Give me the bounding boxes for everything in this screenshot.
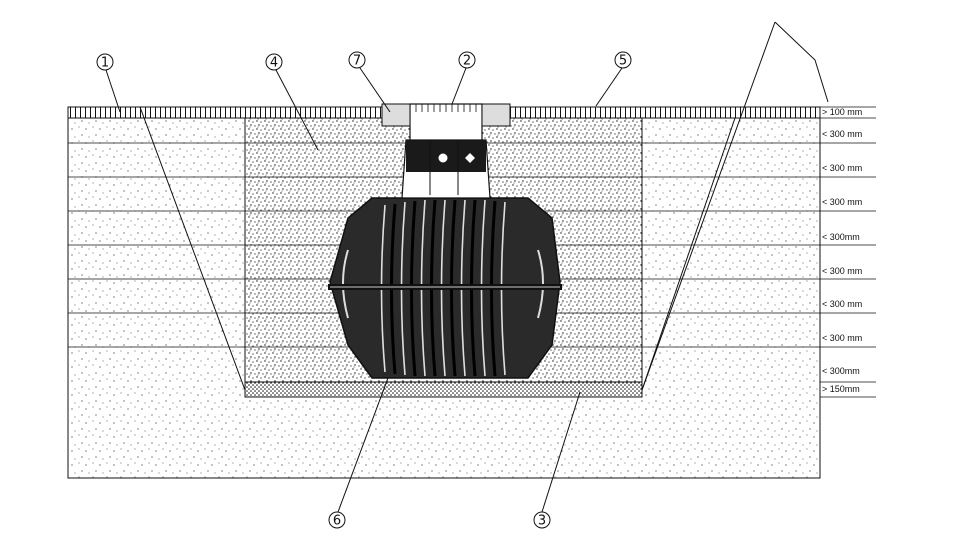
callout-2-label: 2 <box>463 54 471 69</box>
callout-3-label: 3 <box>538 514 546 529</box>
dim-label: < 300 mm <box>822 299 862 309</box>
tank-dome <box>401 139 491 199</box>
callout-4: 4 <box>265 53 283 71</box>
dim-label: < 300mm <box>822 366 860 376</box>
slope-lines <box>139 21 829 391</box>
callout-1: 1 <box>96 53 114 71</box>
callout-6: 6 <box>328 511 346 529</box>
dim-label: < 300 mm <box>822 333 862 343</box>
callout-5-label: 5 <box>619 54 627 69</box>
dim-label: < 300mm <box>822 232 860 242</box>
tank <box>328 197 562 379</box>
callout-leaders <box>105 67 623 513</box>
dim-label: < 300 mm <box>822 163 862 173</box>
dim-label: < 300 mm <box>822 129 862 139</box>
bedding-layer <box>244 381 643 398</box>
callout-7-label: 7 <box>353 54 361 69</box>
callout-3: 3 <box>533 511 551 529</box>
dimension-labels: > 100 mm < 300 mm < 300 mm < 300 mm < 30… <box>822 107 862 394</box>
callout-5: 5 <box>614 51 632 69</box>
dim-label: < 300 mm <box>822 266 862 276</box>
callout-4-label: 4 <box>270 56 278 71</box>
dim-label: > 150mm <box>822 384 860 394</box>
telescopic-shaft <box>381 103 511 141</box>
dim-label: < 300 mm <box>822 197 862 207</box>
callout-2: 2 <box>458 51 476 69</box>
dim-label: > 100 mm <box>822 107 862 117</box>
callout-6-label: 6 <box>333 514 341 529</box>
callout-7: 7 <box>348 51 366 69</box>
callout-1-label: 1 <box>101 56 109 71</box>
